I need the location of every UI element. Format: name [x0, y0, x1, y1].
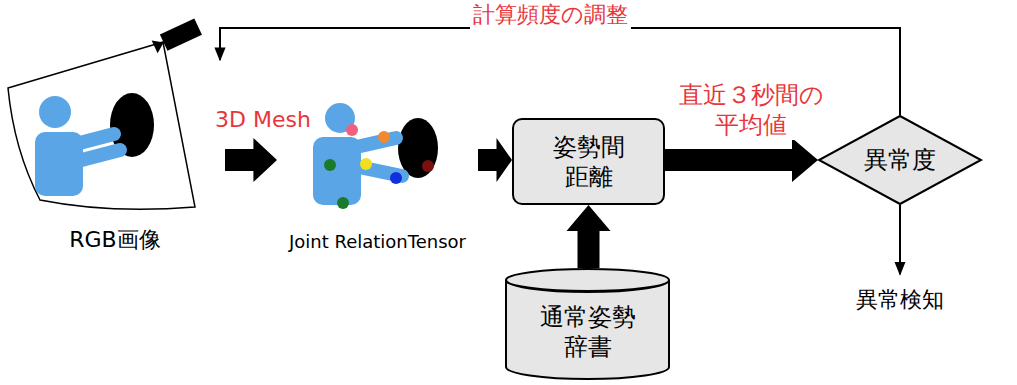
node-label: 姿勢間 距離: [543, 132, 635, 192]
camera-body: [160, 18, 202, 50]
node-text: 姿勢間 距離: [543, 132, 635, 192]
node-label: 異常度: [864, 145, 936, 175]
joint-dot: [360, 158, 372, 170]
node-text: 通常姿勢 辞書: [533, 286, 643, 362]
block-arrow: [225, 138, 277, 182]
joint-dot: [337, 197, 349, 209]
node-text: Joint RelationTensor: [289, 231, 466, 254]
node-label: 異常検知: [856, 286, 944, 314]
joint-dot: [324, 159, 336, 171]
node-label: Joint RelationTensor: [289, 231, 466, 254]
output-text: 異常検知: [840, 274, 960, 326]
camera-lens: [152, 36, 167, 53]
block-arrow: [665, 138, 818, 182]
edge-label: 3D Mesh: [212, 106, 314, 134]
block-arrow: [478, 138, 512, 182]
joint-dot: [422, 160, 434, 172]
image-figure: RGB画像: [5, 60, 225, 255]
flow-line: [899, 205, 901, 274]
black-object: [398, 118, 438, 178]
diamond-shape: [819, 116, 981, 204]
edge-label: 直近３秒間の 平均値: [668, 80, 834, 140]
database-cylinder: 通常姿勢 辞書: [505, 268, 670, 380]
cylinder-body: [506, 280, 669, 379]
person-arm: [74, 150, 120, 162]
joint-dot: [346, 124, 358, 136]
node-text: RGB画像: [69, 226, 160, 254]
camera-view-frame: [8, 42, 195, 209]
joint-dot: [390, 172, 402, 184]
person-head: [39, 96, 71, 128]
edge-label: 計算頻度の調整: [470, 1, 631, 29]
process-box: 姿勢間 距離: [512, 118, 665, 205]
node-label: RGB画像: [69, 226, 160, 254]
node-text: 異常検知: [856, 286, 944, 314]
person-arm: [72, 134, 114, 145]
decision-diamond: 異常度: [818, 115, 982, 205]
block-arrow: [567, 205, 611, 268]
cylinder-top: [506, 269, 669, 291]
node-label: 通常姿勢 辞書: [533, 302, 643, 362]
node-text: 異常度: [864, 145, 936, 175]
joint-dot: [378, 131, 390, 143]
camera-icon: [151, 18, 202, 55]
